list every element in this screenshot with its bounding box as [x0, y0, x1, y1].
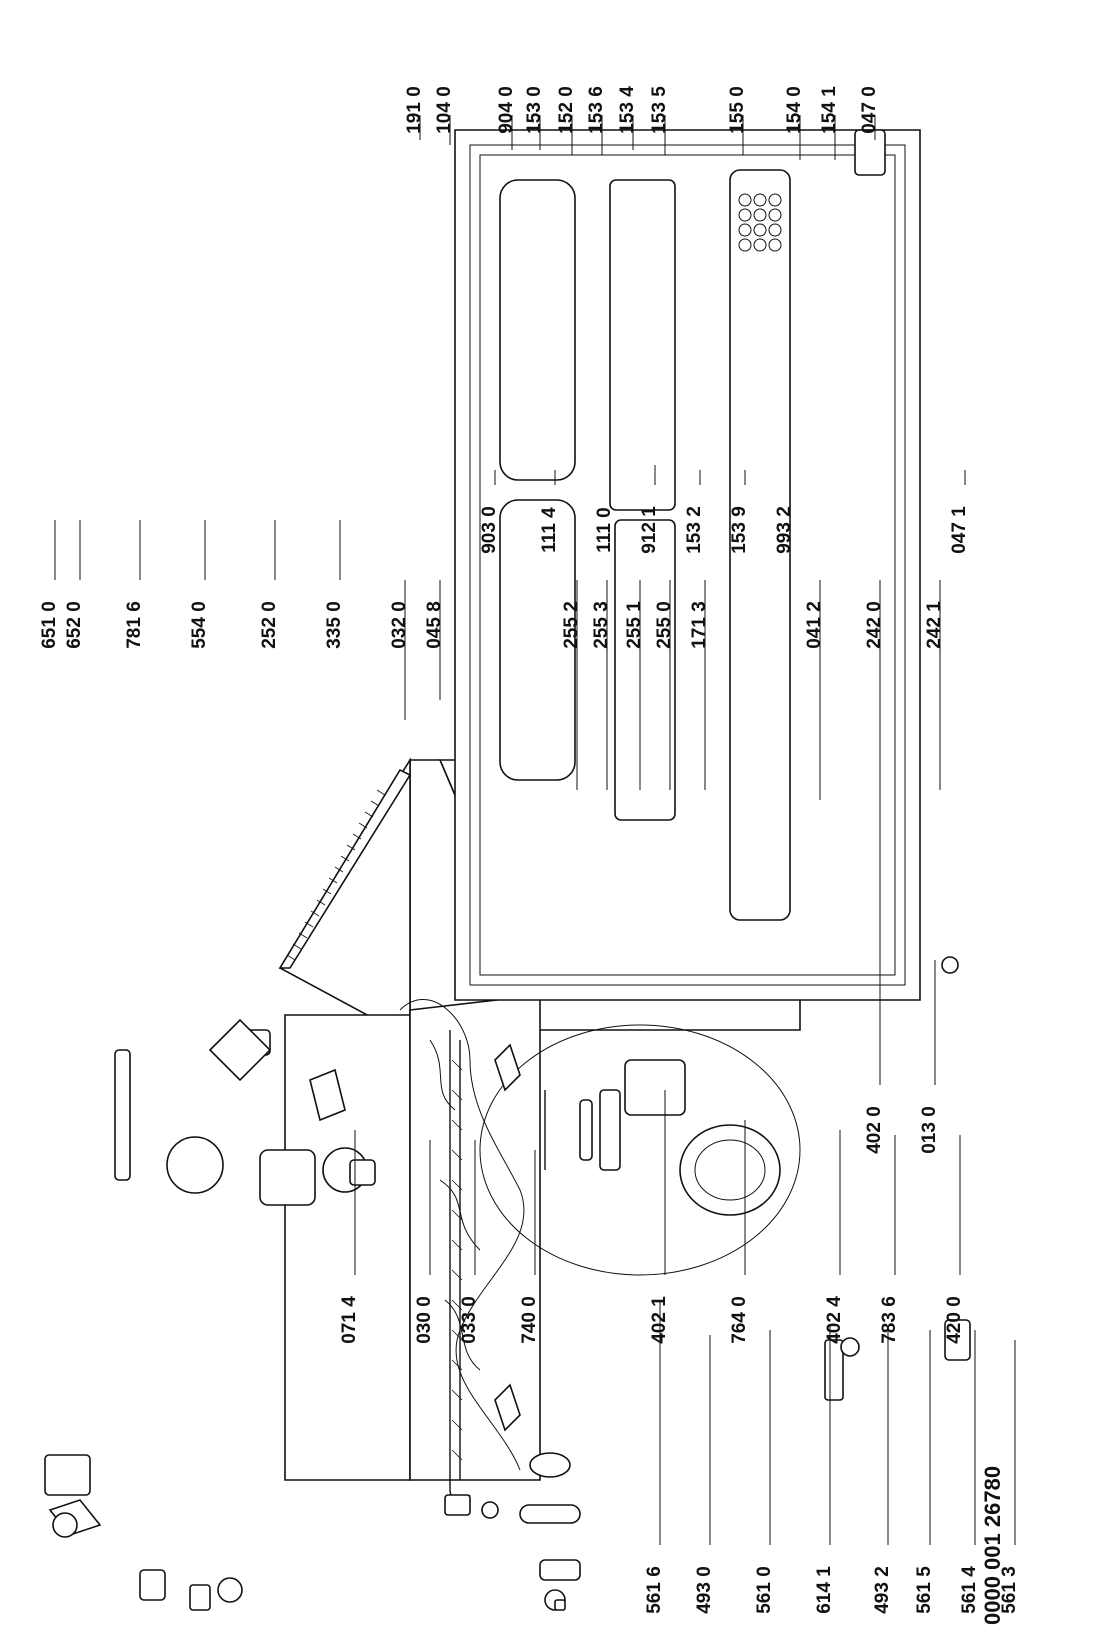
- part-label-154-0: 154 0: [784, 86, 805, 134]
- part-label-155-0: 155 0: [727, 86, 748, 134]
- part-label-252-0: 252 0: [259, 601, 280, 649]
- part-label-783-6: 783 6: [879, 1296, 900, 1344]
- part-label-030-0: 030 0: [414, 1296, 435, 1344]
- part-label-561-6: 561 6: [644, 1566, 665, 1614]
- part-label-255-3: 255 3: [591, 601, 612, 649]
- part-label-420-0: 420 0: [944, 1296, 965, 1344]
- part-label-561-5: 561 5: [914, 1566, 935, 1614]
- part-label-047-1: 047 1: [949, 506, 970, 554]
- part-label-335-0: 335 0: [324, 601, 345, 649]
- part-label-561-4: 561 4: [959, 1566, 980, 1614]
- part-label-153-5: 153 5: [649, 86, 670, 134]
- part-label-111-0: 111 0: [594, 507, 615, 552]
- part-label-561-0: 561 0: [754, 1566, 775, 1614]
- part-label-191-0: 191 0: [404, 86, 425, 134]
- part-label-255-1: 255 1: [624, 601, 645, 649]
- part-label-402-0: 402 0: [864, 1106, 885, 1154]
- part-label-153-0: 153 0: [524, 86, 545, 134]
- part-label-493-0: 493 0: [694, 1566, 715, 1614]
- part-label-153-9: 153 9: [729, 506, 750, 554]
- part-label-171-3: 171 3: [689, 601, 710, 649]
- part-label-153-6: 153 6: [586, 86, 607, 134]
- part-label-402-1: 402 1: [649, 1296, 670, 1344]
- door-assembly: [454, 129, 921, 1171]
- part-label-402-4: 402 4: [824, 1296, 845, 1344]
- document-number: 0000 001 26780: [980, 1466, 1005, 1625]
- part-label-652-0: 652 0: [64, 601, 85, 649]
- part-label-013-0: 013 0: [919, 1106, 940, 1154]
- part-label-047-0: 047 0: [859, 86, 880, 134]
- part-label-781-6: 781 6: [124, 601, 145, 649]
- part-label-554-0: 554 0: [189, 601, 210, 649]
- part-number-labels: 561 6 493 0 561 0 614 1 493 2 561 5 561 4 561 3…: [39, 86, 1020, 1614]
- part-label-153-4: 153 4: [617, 86, 638, 134]
- callout-leaders: [54, 115, 1016, 1545]
- part-label-041-2: 041 2: [804, 601, 825, 649]
- part-label-104-0: 104 0: [434, 86, 455, 134]
- part-label-903-0: 903 0: [479, 506, 500, 554]
- part-label-153-2: 153 2: [684, 506, 705, 554]
- part-label-493-2: 493 2: [872, 1566, 893, 1614]
- part-label-614-1: 614 1: [814, 1566, 835, 1614]
- part-label-764-0: 764 0: [729, 1296, 750, 1344]
- part-label-912-1: 912 1: [639, 506, 660, 554]
- part-label-242-0: 242 0: [864, 601, 885, 649]
- part-label-904-0: 904 0: [496, 86, 517, 134]
- part-label-242-1: 242 1: [924, 601, 945, 649]
- part-label-071-4: 071 4: [339, 1296, 360, 1344]
- part-label-255-0: 255 0: [654, 601, 675, 649]
- part-label-033-0: 033 0: [459, 1296, 480, 1344]
- part-label-154-1: 154 1: [819, 86, 840, 134]
- part-label-111-4: 111 4: [539, 507, 560, 553]
- part-label-561-3: 561 3: [999, 1566, 1020, 1614]
- part-label-740-0: 740 0: [519, 1296, 540, 1344]
- part-label-993-2: 993 2: [774, 506, 795, 554]
- part-label-255-2: 255 2: [561, 601, 582, 649]
- part-label-045-8: 045 8: [424, 601, 445, 649]
- refrigerator-exploded-drawing: [44, 129, 971, 1611]
- part-label-152-0: 152 0: [556, 86, 577, 134]
- part-label-032-0: 032 0: [389, 601, 410, 649]
- part-label-651-0: 651 0: [39, 601, 60, 649]
- small-parts: [44, 129, 971, 1611]
